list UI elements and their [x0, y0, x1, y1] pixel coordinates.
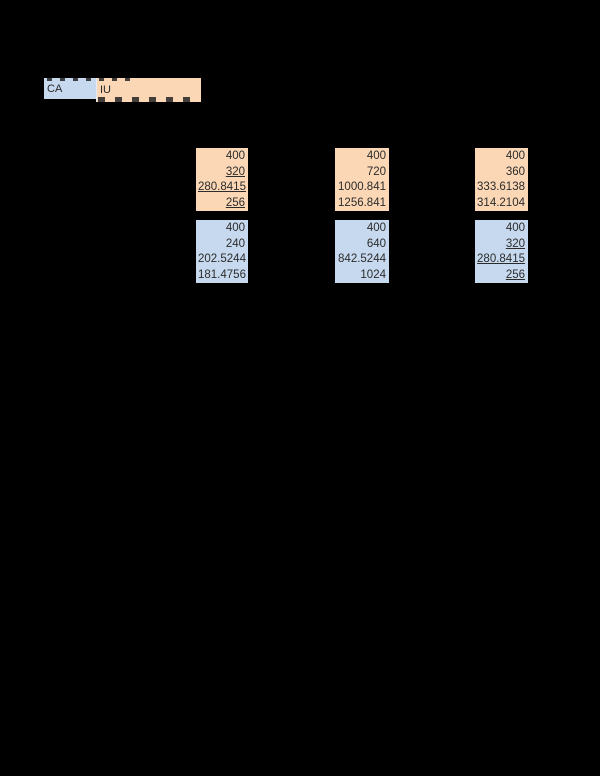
value-cell: 181.4756: [198, 268, 246, 281]
ca-block-2: 400 640 842.5244 1024: [335, 220, 389, 283]
legend-cell-iu: IU: [96, 78, 201, 102]
value-cell: 280.8415: [477, 253, 525, 265]
value-cell: 202.5244: [198, 253, 246, 265]
ca-block-3: 400 320 280.8415 256: [475, 220, 528, 283]
value-cell: 400: [366, 150, 386, 162]
value-cell: 640: [366, 237, 386, 250]
value-cell: 320: [505, 237, 525, 250]
value-cell: 400: [366, 222, 386, 234]
value-cell: 1024: [360, 268, 386, 281]
iu-block-2: 400 720 1000.841 1256.841: [335, 148, 389, 211]
value-cell: 240: [225, 237, 245, 250]
legend-label-ca: CA: [47, 82, 63, 95]
ca-block-1: 400 240 202.5244 181.4756: [196, 220, 248, 283]
value-cell: 256: [225, 196, 245, 209]
value-cell: 280.8415: [198, 181, 246, 193]
value-cell: 360: [505, 165, 525, 178]
value-cell: 400: [505, 150, 525, 162]
legend-label-iu: IU: [100, 84, 111, 96]
value-cell: 314.2104: [477, 196, 525, 209]
value-cell: 720: [366, 165, 386, 178]
value-cell: 320: [225, 165, 245, 178]
iu-block-3: 400 360 333.6138 314.2104: [475, 148, 528, 211]
legend-cell-ca: CA: [44, 78, 96, 99]
value-cell: 400: [225, 222, 245, 234]
value-cell: 400: [225, 150, 245, 162]
value-cell: 842.5244: [338, 253, 386, 265]
value-cell: 333.6138: [477, 181, 525, 193]
value-cell: 400: [505, 222, 525, 234]
value-cell: 256: [505, 268, 525, 281]
value-cell: 1000.841: [338, 181, 386, 193]
iu-block-1: 400 320 280.8415 256: [196, 148, 248, 211]
value-cell: 1256.841: [338, 196, 386, 209]
